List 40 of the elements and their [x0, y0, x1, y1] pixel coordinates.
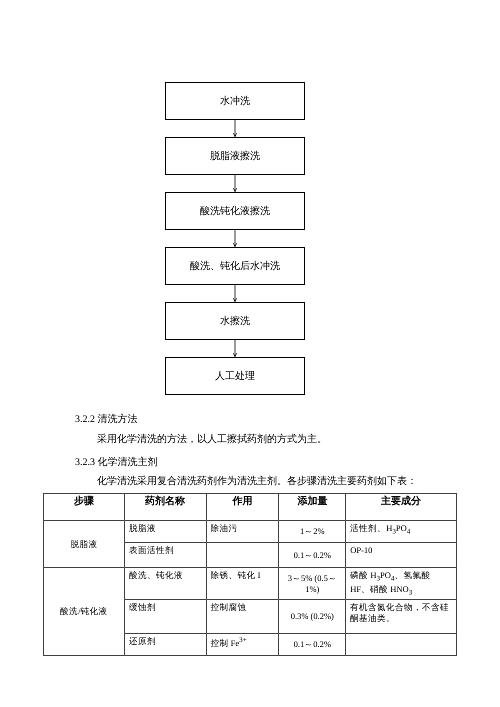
table-cell: 0.1～0.2%	[278, 542, 346, 568]
table-cell: 0.3% (0.2%)	[278, 600, 346, 634]
table-cell: 磷酸 H$_{3}$PO$_{4}$、氢氟酸 HF、硝酸 HNO$_{3}$	[346, 568, 456, 600]
arrow	[233, 120, 237, 138]
table-cell: 0.1～0.2%	[278, 634, 346, 656]
process-box: 酸洗钝化液擦洗	[165, 192, 305, 230]
column-header: 添加量	[278, 494, 346, 520]
table-cell: 1～2%	[278, 520, 346, 542]
table-cell: 活性剂、H$_{3}$PO$_{4}$	[346, 520, 456, 542]
table-cell: 除油污	[206, 520, 279, 542]
process-box: 人工处理	[165, 357, 305, 395]
arrow	[233, 284, 237, 302]
table-cell: 酸洗/钝化液	[44, 568, 124, 656]
column-header: 药剂名称	[124, 494, 206, 520]
process-box: 脱脂液擦洗	[165, 137, 305, 175]
table-cell: 控制腐蚀	[206, 600, 279, 634]
arrow	[233, 174, 237, 192]
table-cell: 3～5% (0.5～1%)	[278, 568, 346, 600]
section-heading: 3.2.3 化学清洗主剂	[75, 456, 158, 469]
table-cell: 缓蚀剂	[124, 600, 206, 634]
column-header: 主要成分	[346, 494, 456, 520]
paragraph: 化学清洗采用复合清洗药剂作为清洗主剂。各步骤清洗主要药剂如下表：	[97, 474, 417, 488]
column-header: 作用	[206, 494, 279, 520]
table-cell: 酸洗、钝化液	[124, 568, 206, 600]
table-cell: 脱脂液	[124, 520, 206, 542]
process-box: 水冲洗	[165, 82, 305, 120]
process-box: 水擦洗	[165, 302, 305, 340]
table-cell: OP-10	[346, 542, 456, 568]
paragraph: 采用化学清洗的方法，以人工擦拭药剂的方式为主。	[97, 432, 327, 446]
table-cell: 表面活性剂	[124, 542, 206, 568]
table-cell: 除锈、钝化 I	[206, 568, 279, 600]
process-box: 酸洗、钝化后水冲洗	[165, 247, 305, 285]
section-heading: 3.2.2 清洗方法	[75, 412, 138, 426]
arrow	[233, 230, 237, 248]
table-cell: 控制 Fe$^{3+}$	[206, 634, 279, 656]
table-cell: 有机含氮化合物，不含硅酮基油类。	[346, 600, 456, 634]
column-header: 步骤	[44, 494, 124, 520]
arrow	[233, 340, 237, 358]
table-cell: 还原剂	[124, 634, 206, 656]
table-cell: 脱脂液	[44, 520, 124, 568]
